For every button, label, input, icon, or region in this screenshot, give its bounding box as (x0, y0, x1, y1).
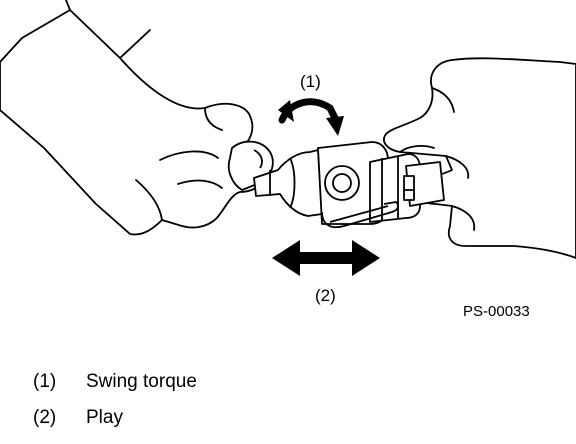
legend-text: Play (86, 407, 123, 428)
left-hand (0, 0, 270, 236)
legend-text: Swing torque (86, 371, 197, 392)
right-hand (383, 57, 576, 259)
curved-arrow-icon (278, 98, 344, 136)
legend-item: (1) Swing torque (33, 372, 197, 408)
joint-cross-cap (324, 165, 360, 201)
joint-clamp (321, 201, 399, 229)
legend-number: (2) (33, 407, 57, 428)
legend: (1) Swing torque (2) Play (33, 372, 197, 444)
figure-code: PS-00033 (463, 303, 530, 320)
legend-number: (1) (33, 371, 57, 392)
callout-play: (2) (315, 286, 336, 305)
callout-swing-torque: (1) (300, 72, 321, 91)
legend-item: (2) Play (33, 408, 197, 444)
double-arrow-icon (272, 240, 380, 276)
universal-joint (253, 141, 445, 229)
